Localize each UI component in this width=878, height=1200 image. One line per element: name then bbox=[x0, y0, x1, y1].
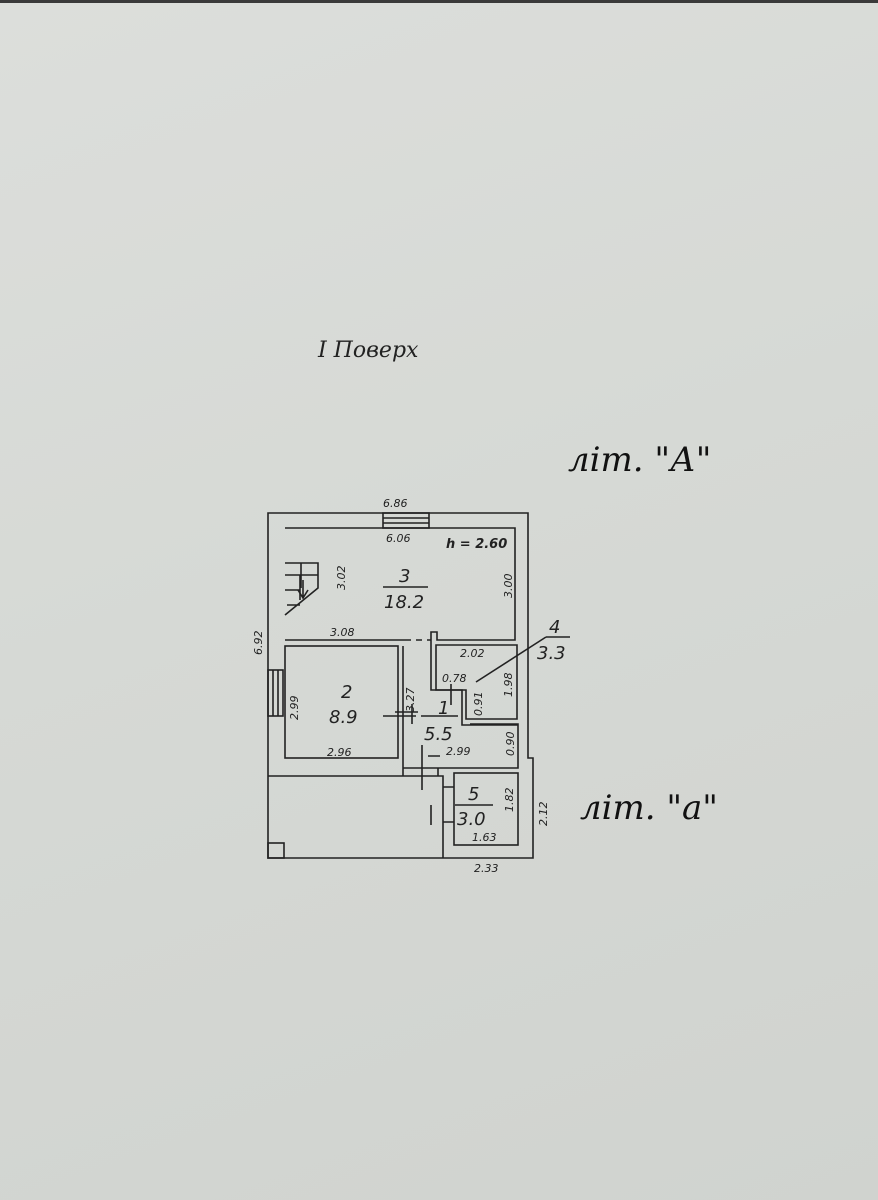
letter-main-building: літ. "А" bbox=[568, 440, 712, 480]
dim-room1-nook: 0.90 bbox=[504, 732, 517, 757]
dim-room4-width: 2.02 bbox=[460, 647, 485, 660]
dim-outer-width: 6.86 bbox=[383, 497, 408, 510]
dim-room1-width: 2.99 bbox=[446, 745, 471, 758]
dim-room4-notch-w: 0.78 bbox=[442, 672, 467, 685]
room-3-outline bbox=[285, 527, 516, 641]
window-left bbox=[267, 669, 284, 717]
dim-room2-height: 2.99 bbox=[288, 696, 301, 721]
dim-room4-height: 1.98 bbox=[502, 673, 515, 698]
dim-room5-height: 1.82 bbox=[503, 788, 516, 813]
room-1-area: 5.5 bbox=[424, 724, 453, 745]
dim-room3-left: 3.02 bbox=[335, 566, 348, 591]
dim-annex-width: 2.33 bbox=[474, 862, 499, 875]
room-2-area: 8.9 bbox=[329, 707, 358, 728]
dim-room5-width: 1.63 bbox=[472, 831, 497, 844]
room-5-area: 3.0 bbox=[457, 809, 486, 830]
dim-annex-height: 2.12 bbox=[537, 802, 550, 827]
dim-room3-right: 3.00 bbox=[502, 574, 515, 599]
window-top bbox=[382, 512, 430, 529]
outer-wall bbox=[267, 512, 534, 859]
photo-edge bbox=[0, 0, 878, 3]
room-4-number: 4 bbox=[549, 617, 560, 638]
stairs-arrow-icon bbox=[297, 580, 309, 600]
room-4-area: 3.3 bbox=[537, 643, 566, 664]
room-5-number: 5 bbox=[468, 784, 479, 805]
room-3-area: 18.2 bbox=[384, 592, 424, 613]
floor-title: І Поверх bbox=[318, 338, 419, 363]
dim-room3-width: 6.06 bbox=[386, 532, 411, 545]
room-1-number: 1 bbox=[438, 698, 449, 719]
dim-room3-bottom: 3.08 bbox=[330, 626, 355, 639]
dim-outer-height: 6.92 bbox=[252, 631, 265, 656]
height-note: h = 2.60 bbox=[446, 537, 507, 552]
room-3-number: 3 bbox=[399, 566, 410, 587]
room-2-number: 2 bbox=[341, 682, 352, 703]
room-2-outline bbox=[284, 645, 399, 759]
room-5-outline bbox=[453, 772, 519, 846]
stairs bbox=[284, 562, 319, 616]
dim-room2-width: 2.96 bbox=[327, 746, 352, 759]
annex-divider bbox=[268, 775, 444, 858]
dim-room4-notch-h: 0.91 bbox=[472, 692, 485, 717]
letter-annex: літ. "а" bbox=[580, 788, 718, 828]
dim-room1-height: 3.27 bbox=[404, 688, 417, 713]
